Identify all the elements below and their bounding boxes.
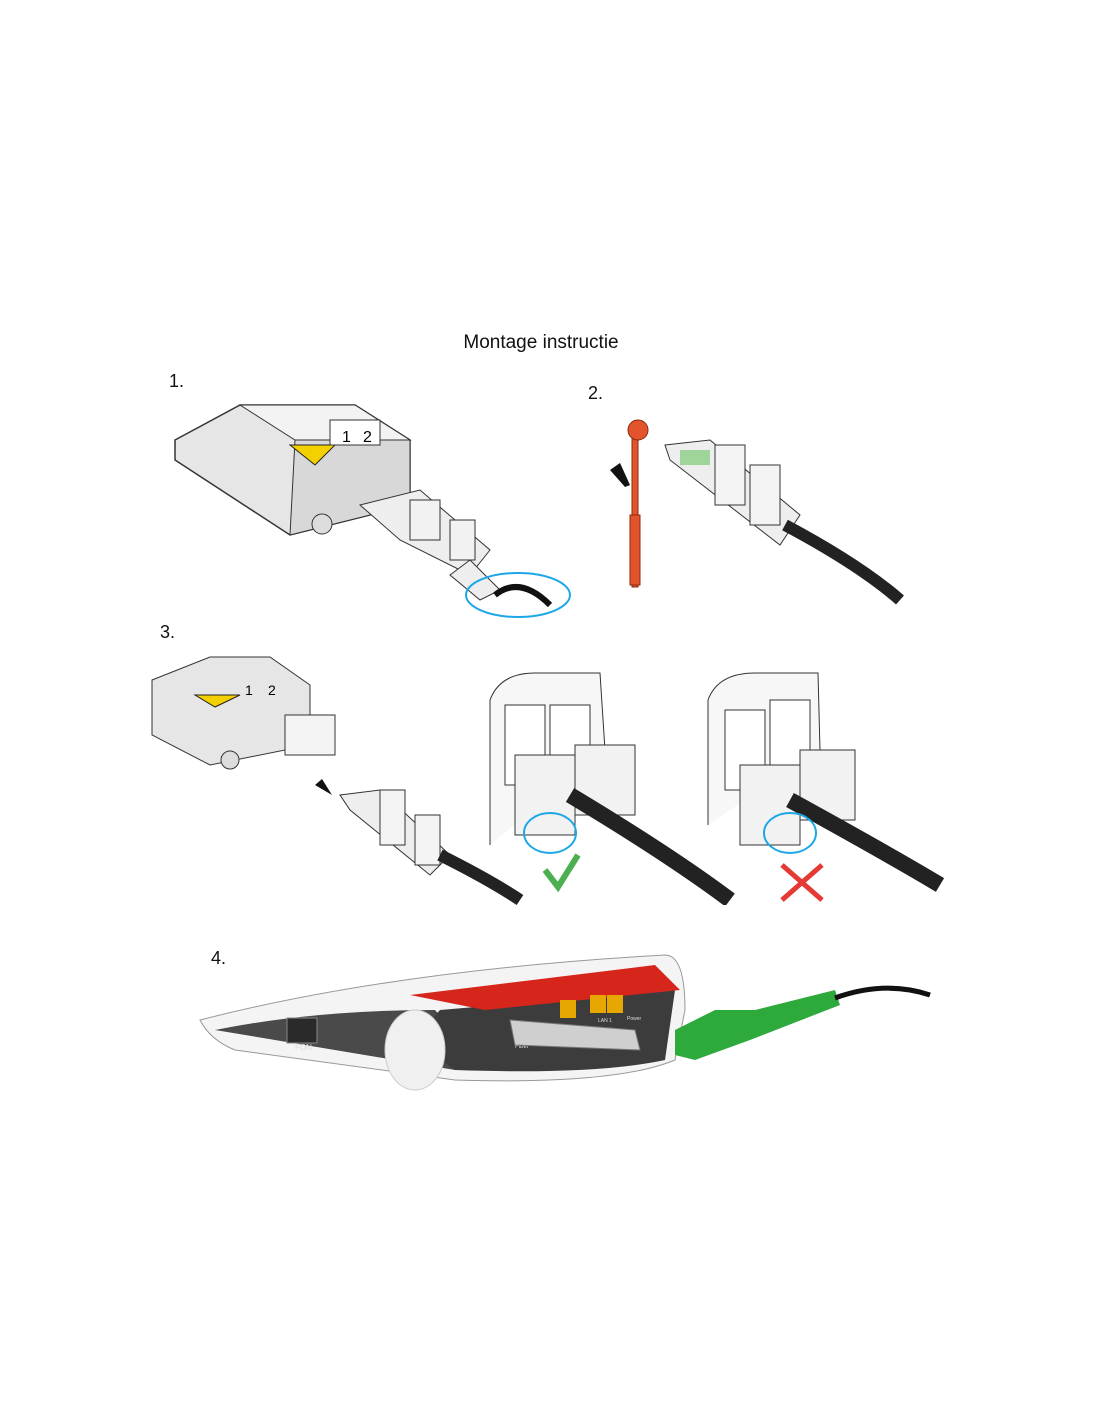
- port-number-1: 1: [245, 682, 253, 698]
- highlight-circle: [523, 812, 577, 854]
- fiber-cable: [782, 519, 904, 605]
- step-1-label: 1.: [169, 371, 185, 391]
- page-title: Montage instructie: [463, 332, 619, 353]
- highlight-circle: [465, 572, 571, 618]
- step-1-illustration: 1 2: [174, 404, 571, 618]
- fon-label: FON: [295, 1043, 312, 1052]
- step-2-illustration: [610, 419, 904, 605]
- port-number-2: 2: [268, 682, 276, 698]
- lan-label: LAN 1: [598, 1018, 612, 1024]
- step-4-illustration: FON Fiber LAN 1 Power: [199, 954, 931, 1091]
- step-3-illustration: 1 2: [151, 656, 945, 905]
- rotate-arrow-icon: [493, 584, 553, 608]
- arrow-icon: [610, 463, 630, 487]
- laser-warning-icon: [193, 694, 241, 708]
- step-2-label: 2.: [588, 383, 604, 403]
- power-label: Power: [627, 1016, 642, 1022]
- laser-warning-icon: [288, 444, 337, 466]
- router-red-top: [410, 965, 680, 1010]
- check-icon: [542, 853, 581, 893]
- port-number-2: 2: [363, 429, 372, 446]
- lc-connector: [675, 990, 840, 1060]
- cross-icon: [780, 863, 824, 902]
- fiber-label: Fiber: [515, 1044, 529, 1050]
- step-4-label: 4.: [211, 948, 227, 968]
- sfp-module: [509, 1019, 641, 1051]
- step-3-label: 3.: [160, 622, 176, 642]
- highlight-circle: [763, 812, 817, 854]
- port-number-1: 1: [342, 429, 351, 446]
- insert-arrow-icon: [315, 779, 332, 795]
